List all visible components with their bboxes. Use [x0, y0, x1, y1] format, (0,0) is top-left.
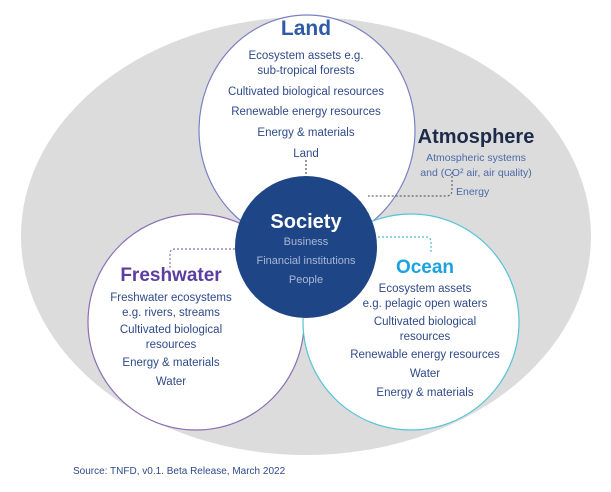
freshwater-item: Energy & materials	[122, 357, 219, 369]
society-item: People	[289, 274, 323, 286]
ocean-item: e.g. pelagic open waters	[363, 298, 488, 310]
land-item: Ecosystem assets e.g.	[248, 50, 363, 62]
freshwater-item: Freshwater ecosystems	[110, 292, 232, 304]
freshwater-item: Water	[156, 376, 186, 388]
freshwater-item: resources	[146, 339, 197, 351]
source-caption: Source: TNFD, v0.1. Beta Release, March …	[73, 466, 286, 477]
ocean-item: Energy & materials	[376, 387, 473, 399]
ocean-item: Ecosystem assets	[379, 283, 472, 295]
freshwater-connector-arrow	[169, 248, 235, 268]
ocean-connector-arrow	[378, 236, 432, 253]
society-item: Financial institutions	[256, 255, 356, 267]
land-item: sub-tropical forests	[257, 65, 354, 77]
ocean-item: resources	[400, 331, 451, 343]
society-item: Business	[284, 236, 329, 248]
freshwater-item: Cultivated biological	[120, 324, 222, 336]
freshwater-title: Freshwater	[120, 265, 222, 286]
society-title: Society	[270, 211, 342, 233]
atmosphere-item: Atmospheric systems	[426, 152, 526, 164]
land-item: Renewable energy resources	[231, 106, 381, 118]
ocean-item: Water	[410, 368, 440, 380]
ocean-item: Renewable energy resources	[350, 349, 500, 361]
atmosphere-item: and (CO² air, air quality)	[420, 167, 531, 179]
atmosphere-title: Atmosphere	[418, 126, 535, 148]
atmosphere-item: Energy	[456, 186, 490, 198]
land-item: Cultivated biological resources	[228, 86, 384, 98]
ocean-item: Cultivated biological	[374, 316, 476, 328]
land-item: Energy & materials	[257, 127, 354, 139]
freshwater-item: e.g. rivers, streams	[122, 307, 220, 319]
society-circle	[235, 176, 377, 318]
land-item: Land	[293, 148, 319, 160]
ocean-title: Ocean	[396, 257, 454, 278]
land-title: Land	[281, 17, 331, 40]
